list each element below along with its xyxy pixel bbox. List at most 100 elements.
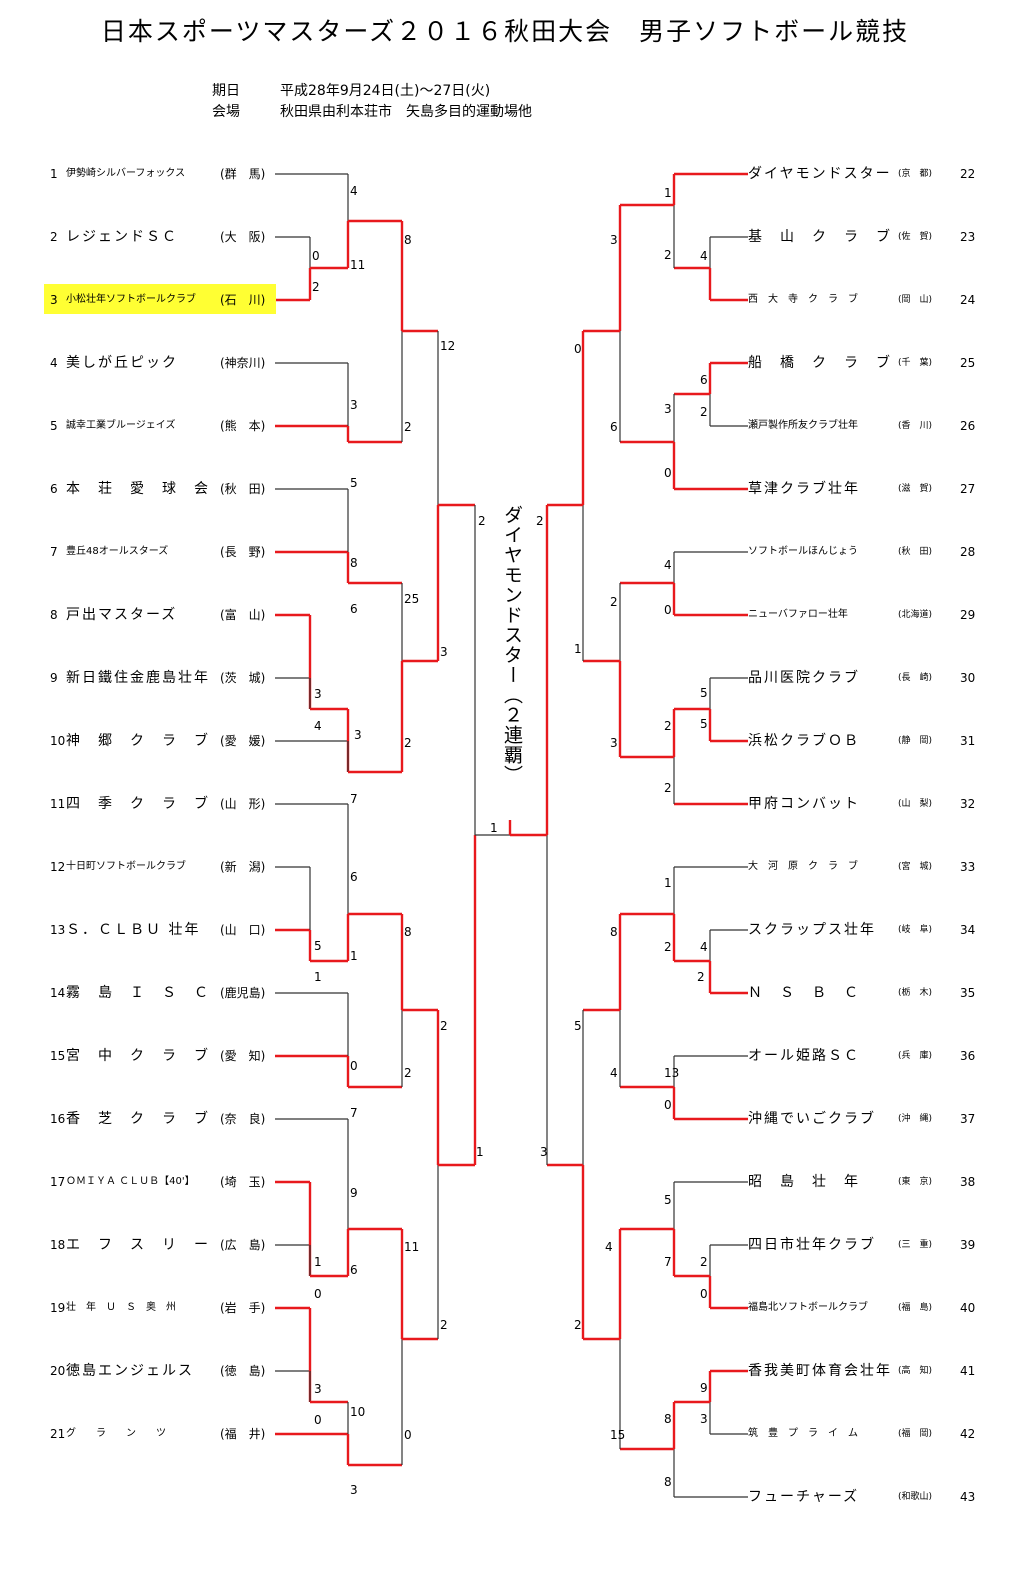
match-score: 4	[700, 940, 708, 954]
team-seed: 7	[50, 545, 58, 559]
team-name: 豊丘48オールスターズ	[66, 546, 169, 557]
match-score: 11	[350, 258, 366, 272]
match-score: 0	[700, 1287, 708, 1301]
match-score: 6	[350, 602, 358, 616]
match-score: 3	[610, 736, 618, 750]
match-score: 2	[664, 781, 672, 795]
match-score: 3	[314, 1382, 322, 1396]
team-seed: 18	[50, 1238, 66, 1252]
team-prefecture: (広 島)	[220, 1238, 266, 1252]
team-seed: 1	[50, 167, 58, 181]
team-prefecture: (愛 知)	[220, 1049, 266, 1063]
match-score: 3	[700, 1412, 708, 1426]
team-prefecture: (静 岡)	[898, 736, 933, 746]
team-name: スクラップス壮年	[748, 922, 876, 938]
match-score: 5	[700, 717, 708, 731]
match-score: 1	[314, 1255, 322, 1269]
team-seed: 35	[960, 986, 976, 1000]
team-seed: 25	[960, 356, 976, 370]
team-seed: 42	[960, 1427, 976, 1441]
team-seed: 31	[960, 734, 976, 748]
team-seed: 34	[960, 923, 976, 937]
team-prefecture: (栃 木)	[898, 988, 933, 998]
team-prefecture: (神奈川)	[220, 356, 266, 370]
match-score: 1	[574, 642, 582, 656]
team-name: 小松壮年ソフトボールクラブ	[66, 294, 196, 305]
match-score: 3	[354, 728, 362, 742]
team-seed: 4	[50, 356, 58, 370]
team-seed: 40	[960, 1301, 976, 1315]
team-name: 神 郷 ク ラ ブ	[66, 733, 210, 749]
team-name: 浜松クラブＯＢ	[748, 733, 860, 749]
team-prefecture: (北海道)	[898, 610, 933, 620]
team-prefecture: (三 重)	[898, 1240, 933, 1250]
team-seed: 16	[50, 1112, 66, 1126]
team-prefecture: (山 梨)	[898, 799, 933, 809]
venue-value: 秋田県由利本荘市 矢島多目的運動場他	[280, 104, 532, 120]
team-seed: 17	[50, 1175, 66, 1189]
team-prefecture: (東 京)	[898, 1177, 933, 1187]
match-score: 2	[440, 1318, 448, 1332]
team-name: フューチャーズ	[748, 1489, 860, 1505]
team-name: 四 季 ク ラ ブ	[66, 796, 210, 812]
team-prefecture: (香 川)	[898, 421, 933, 431]
match-score: 8	[350, 556, 358, 570]
team-name: 戸出マスターズ	[66, 607, 178, 623]
team-name: ソフトボールほんじょう	[748, 546, 858, 557]
team-name: Ｎ Ｓ Ｂ Ｃ	[748, 985, 860, 1001]
team-prefecture: (福 島)	[898, 1303, 933, 1313]
team-prefecture: (高 知)	[898, 1366, 933, 1376]
match-score: 3	[314, 687, 322, 701]
team-prefecture: (群 馬)	[220, 167, 266, 181]
team-name: 草津クラブ壮年	[748, 481, 860, 497]
match-score: 2	[312, 280, 320, 294]
match-score: 0	[664, 603, 672, 617]
highlight-marker	[44, 284, 276, 314]
team-prefecture: (鹿児島)	[220, 986, 266, 1000]
match-score: 4	[314, 719, 322, 733]
team-seed: 23	[960, 230, 976, 244]
team-name: オール姫路ＳＣ	[748, 1048, 860, 1064]
match-score: 2	[664, 248, 672, 262]
team-prefecture: (千 葉)	[898, 358, 933, 368]
team-seed: 10	[50, 734, 66, 748]
venue-label: 会場	[212, 104, 240, 120]
team-seed: 6	[50, 482, 58, 496]
team-name: 徳島エンジェルス	[66, 1363, 194, 1379]
team-name: 霧 島 Ｉ Ｓ Ｃ	[66, 985, 210, 1001]
match-score: 2	[700, 405, 708, 419]
match-score: 8	[664, 1475, 672, 1489]
match-score: 5	[314, 939, 322, 953]
team-seed: 13	[50, 923, 66, 937]
match-score: 2	[536, 514, 544, 528]
match-score: 9	[350, 1186, 358, 1200]
team-seed: 36	[960, 1049, 976, 1063]
team-seed: 38	[960, 1175, 976, 1189]
match-score: 6	[700, 373, 708, 387]
match-score: 8	[664, 1412, 672, 1426]
match-score: 2	[404, 736, 412, 750]
team-name: ニューバファロー壮年	[748, 609, 848, 620]
team-seed: 37	[960, 1112, 976, 1126]
team-seed: 30	[960, 671, 976, 685]
match-score: 4	[610, 1066, 618, 1080]
match-score: 3	[610, 233, 618, 247]
match-score: 1	[476, 1145, 484, 1159]
match-score: 7	[350, 792, 358, 806]
team-seed: 3	[50, 293, 58, 307]
team-seed: 32	[960, 797, 976, 811]
team-prefecture: (徳 島)	[220, 1364, 266, 1378]
team-seed: 22	[960, 167, 976, 181]
match-score: 1	[664, 186, 672, 200]
team-prefecture: (新 潟)	[220, 860, 266, 874]
match-score: 2	[664, 940, 672, 954]
team-name: 四日市壮年クラブ	[748, 1237, 876, 1253]
team-seed: 8	[50, 608, 58, 622]
match-score: 12	[440, 339, 456, 353]
team-seed: 11	[50, 797, 66, 811]
team-prefecture: (秋 田)	[220, 482, 266, 496]
match-score: 1	[664, 876, 672, 890]
team-prefecture: (長 野)	[220, 545, 266, 559]
team-prefecture: (岡 山)	[898, 295, 933, 305]
